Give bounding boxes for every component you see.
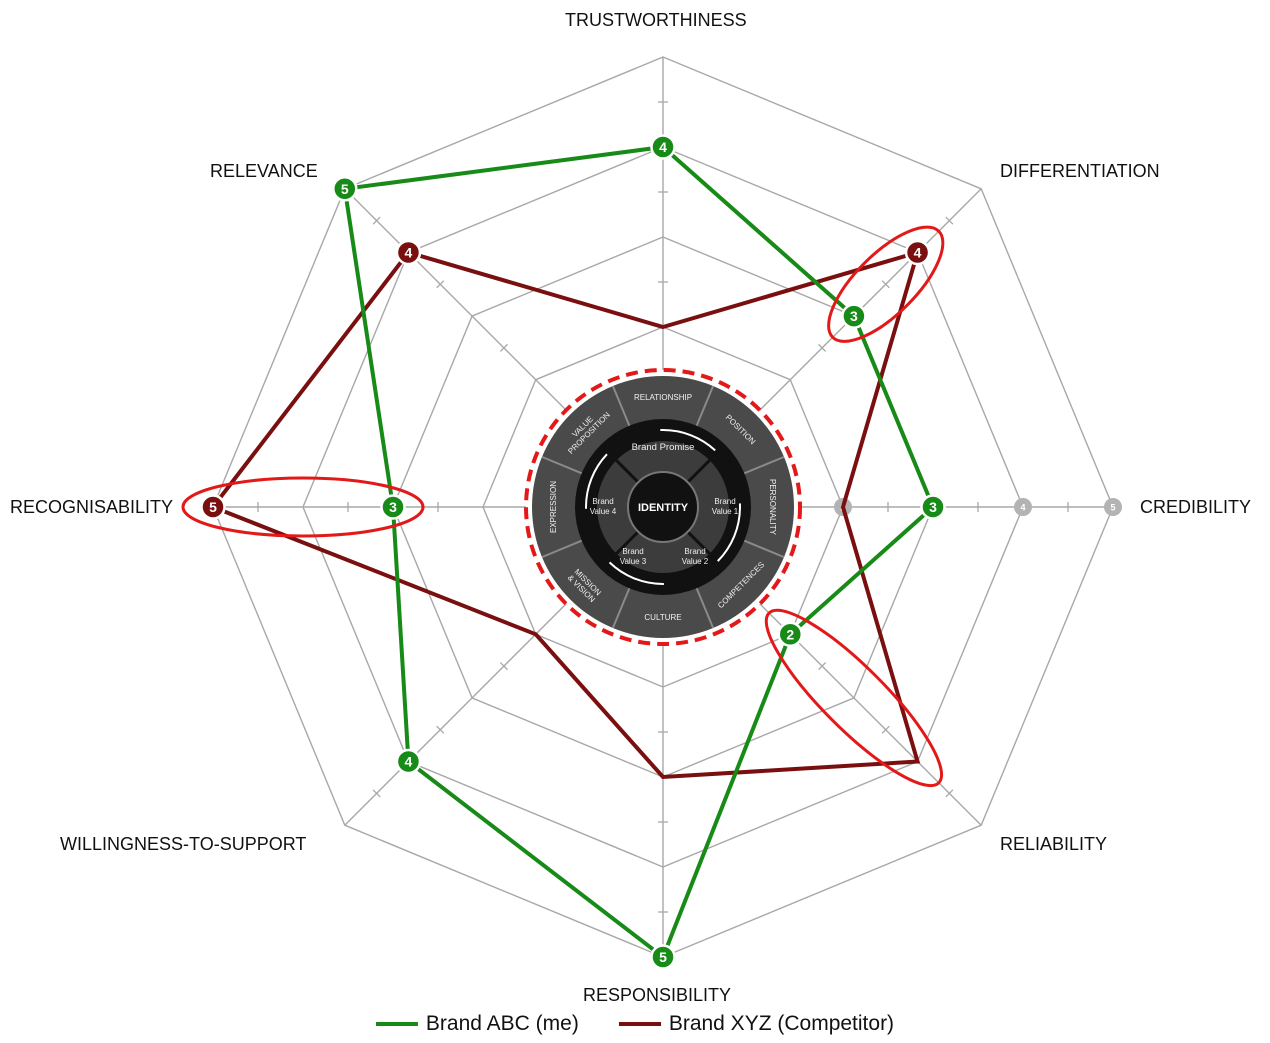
scale-dot <box>1014 498 1032 516</box>
axis-label-relevance: RELEVANCE <box>210 161 318 181</box>
legend-item-abc: Brand ABC (me) <box>375 1012 579 1036</box>
wheel-separator <box>694 385 715 428</box>
axis-label-differentiation: DIFFERENTIATION <box>1000 161 1160 181</box>
wheel-value-separator <box>685 459 711 485</box>
data-point-abc <box>395 748 422 775</box>
wheel-value-separator <box>685 529 711 555</box>
data-point-abc <box>650 134 676 160</box>
axis-tick <box>945 789 954 798</box>
data-point-abc <box>920 494 946 520</box>
highlight-differentiation <box>827 225 945 343</box>
data-point-abc <box>332 176 358 202</box>
wheel-separator <box>541 538 584 559</box>
data-label-abc: 5 <box>341 181 349 197</box>
scale-label: 4 <box>1020 503 1025 513</box>
legend-swatch-xyz <box>618 1022 661 1026</box>
axis-tick <box>818 662 827 671</box>
legend-label-abc: Brand ABC (me) <box>425 1012 579 1035</box>
wheel-separator <box>742 455 785 476</box>
data-point-xyz <box>395 239 422 266</box>
scale-dot <box>1104 498 1122 516</box>
wheel-promise-label: Brand Promise <box>632 442 695 453</box>
axis-label-willingness-to-support: WILLINGNESS-TO-SUPPORT <box>60 834 307 854</box>
wheel-separator <box>742 538 785 559</box>
data-point-xyz <box>904 239 931 266</box>
axis-label-credibility: CREDIBILITY <box>1140 497 1252 517</box>
data-point-abc <box>777 621 804 648</box>
data-point-abc <box>650 944 676 970</box>
data-label-xyz: 5 <box>209 499 217 515</box>
data-label-abc: 4 <box>405 754 413 770</box>
wheel-outer-label: CULTURE <box>644 613 681 622</box>
wheel-separator <box>541 455 584 476</box>
legend: Brand ABC (me) Brand XYZ (Competitor) <box>0 1012 1270 1036</box>
data-label-xyz: 4 <box>405 244 413 260</box>
wheel-separator <box>611 586 632 629</box>
highlight-ellipses <box>181 225 945 788</box>
series-line-xyz <box>209 249 921 780</box>
axis-tick <box>945 216 954 225</box>
wheel-core <box>627 471 699 543</box>
axis-label-recognisability: RECOGNISABILITY <box>10 497 174 517</box>
data-label-abc: 3 <box>929 499 937 515</box>
wheel-value-separator <box>615 459 641 485</box>
legend-label-xyz: Brand XYZ (Competitor) <box>668 1012 895 1035</box>
wheel-value-separator <box>615 529 641 555</box>
highlight-recognisability <box>181 476 425 538</box>
wheel-outer-label: PERSONALITY <box>768 479 777 536</box>
axis-label-trustworthiness: TRUSTWORTHINESS <box>565 10 747 30</box>
scale-label: 5 <box>1110 503 1115 513</box>
axis-tick <box>881 725 890 734</box>
data-point-abc <box>380 494 406 520</box>
axis-tick <box>818 343 827 352</box>
axis-label-reliability: RELIABILITY <box>1000 834 1108 854</box>
axis-tick <box>499 343 508 352</box>
data-label-abc: 3 <box>850 308 858 324</box>
data-label-abc: 5 <box>659 949 667 965</box>
data-label-abc: 2 <box>786 626 794 642</box>
wheel-separator <box>694 586 715 629</box>
axis-tick <box>436 725 445 734</box>
data-label-abc: 4 <box>659 139 667 155</box>
legend-item-xyz: Brand XYZ (Competitor) <box>618 1012 895 1036</box>
wheel-outer-label: EXPRESSION <box>549 481 558 533</box>
wheel-separator <box>611 385 632 428</box>
wheel-core-label: IDENTITY <box>638 502 689 514</box>
data-point-xyz <box>200 494 226 520</box>
highlight-reliability <box>764 608 944 788</box>
axis-tick <box>372 216 381 225</box>
axis-label-responsibility: RESPONSIBILITY <box>583 985 732 1005</box>
axis-tick <box>881 280 890 289</box>
series-points: 4 5 4 4 3 3 2 5 4 3 5 <box>200 134 946 970</box>
axis-tick <box>499 662 508 671</box>
wheel-outer-label: RELATIONSHIP <box>634 393 692 402</box>
data-label-xyz: 4 <box>914 244 922 260</box>
axis-tick <box>436 280 445 289</box>
data-point-abc <box>841 303 867 329</box>
axis-tick <box>372 789 381 798</box>
wheel-promise-arrows <box>585 429 741 585</box>
data-label-abc: 3 <box>389 499 397 515</box>
legend-swatch-abc <box>375 1022 418 1026</box>
